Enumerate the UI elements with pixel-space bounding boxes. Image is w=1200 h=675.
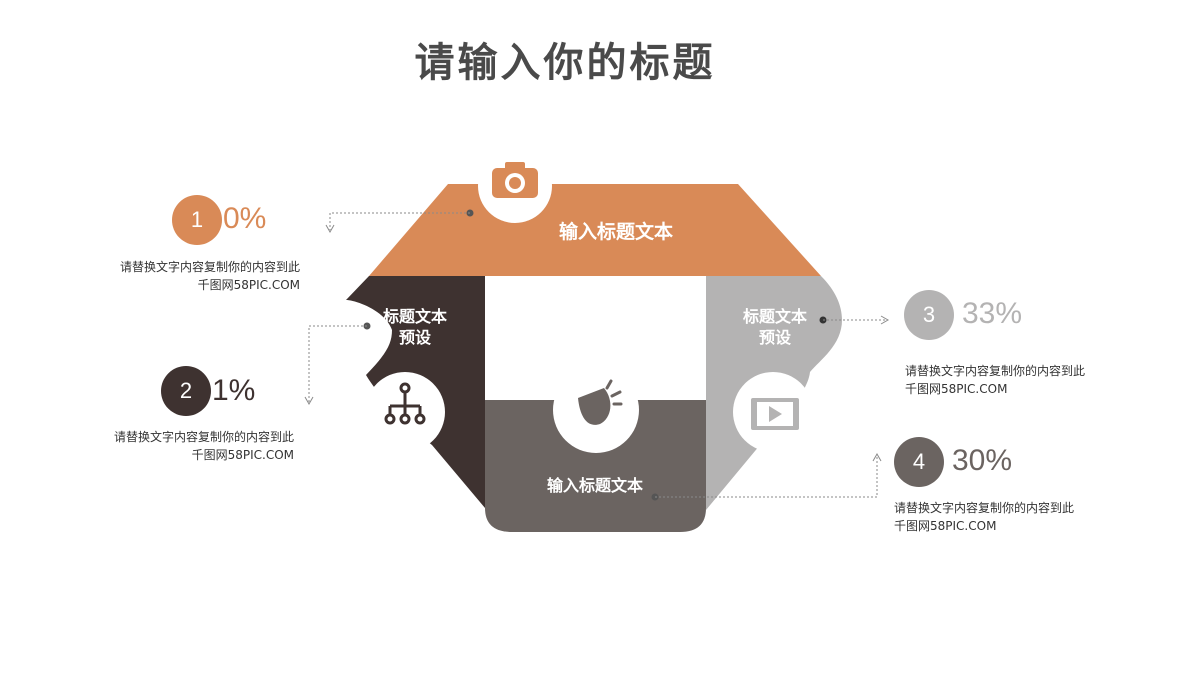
camera-icon — [492, 162, 538, 198]
item-2-desc-line2: 千图网58PIC.COM — [191, 448, 294, 462]
item-4-desc-line2: 千图网58PIC.COM — [894, 519, 997, 533]
item-4-desc-line1: 请替换文字内容复制你的内容到此 — [894, 501, 1075, 515]
left-segment-label-line1: 标题文本 — [382, 307, 447, 326]
bottom-segment-label: 输入标题文本 — [547, 476, 643, 495]
item-1-desc-line1: 请替换文字内容复制你的内容到此 — [119, 260, 300, 274]
item-4-percent: 30% — [952, 444, 1013, 477]
item-1-desc-line2: 千图网58PIC.COM — [197, 278, 300, 292]
item-3-percent: 33% — [962, 297, 1023, 330]
item-4-badge: 4 — [894, 437, 944, 487]
item-3-description: 请替换文字内容复制你的内容到此 千图网58PIC.COM — [905, 362, 1115, 398]
item-4-description: 请替换文字内容复制你的内容到此 千图网58PIC.COM — [894, 499, 1104, 535]
item-1-percent: 0% — [223, 202, 267, 235]
item-1-badge: 1 — [172, 195, 222, 245]
page-title: 请输入你的标题 — [414, 39, 716, 86]
segment-top — [369, 184, 821, 276]
item-3-desc-line2: 千图网58PIC.COM — [905, 382, 1008, 396]
connector-4 — [651, 452, 882, 501]
item-2-badge: 2 — [161, 366, 211, 416]
item-3-badge: 3 — [904, 290, 954, 340]
connector-2 — [304, 322, 371, 406]
megaphone-icon — [578, 379, 623, 425]
connector-1 — [325, 209, 474, 234]
item-2-desc-line1: 请替换文字内容复制你的内容到此 — [113, 430, 294, 444]
right-segment-label-line2: 预设 — [759, 328, 792, 347]
left-segment-label-line2: 预设 — [399, 328, 432, 347]
top-segment-label: 输入标题文本 — [559, 220, 673, 243]
item-3-desc-line1: 请替换文字内容复制你的内容到此 — [905, 364, 1086, 378]
connector-3 — [819, 315, 890, 325]
right-segment-label-line1: 标题文本 — [742, 307, 807, 326]
item-2-percent: 1% — [212, 374, 256, 407]
hierarchy-icon — [384, 382, 426, 425]
item-2-description: 请替换文字内容复制你的内容到此 千图网58PIC.COM — [94, 428, 294, 464]
item-1-description: 请替换文字内容复制你的内容到此 千图网58PIC.COM — [100, 258, 300, 294]
segment-bottom — [485, 400, 706, 532]
video-icon — [751, 398, 799, 430]
